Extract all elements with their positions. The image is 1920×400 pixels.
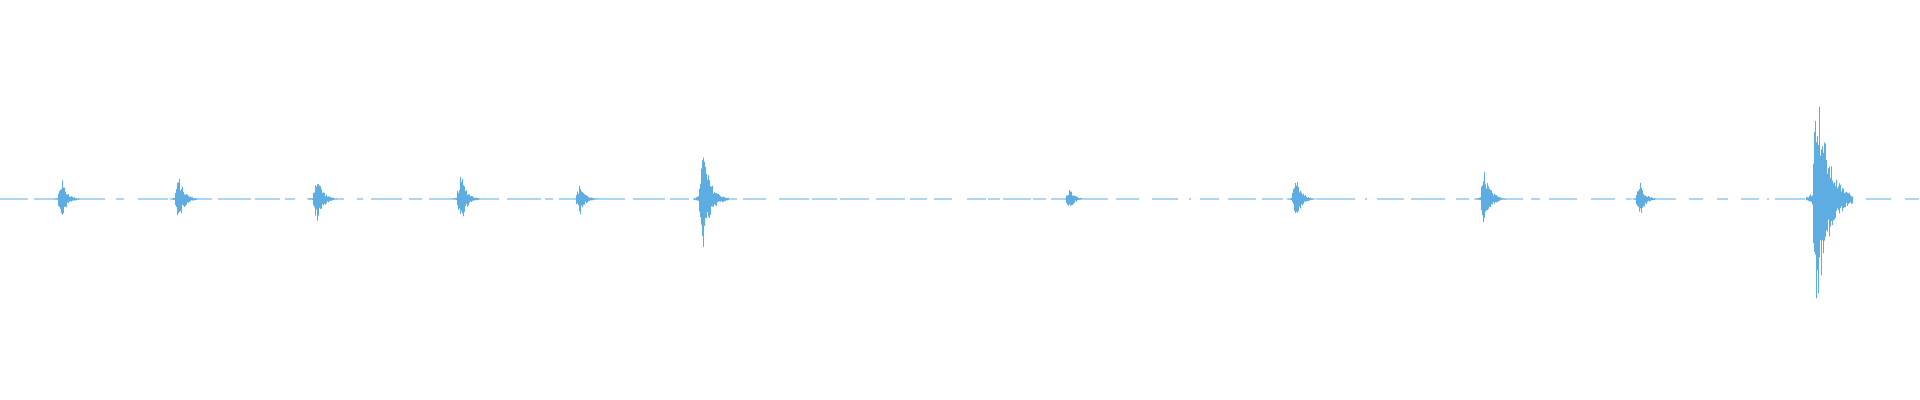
waveform-event: [1806, 106, 1853, 299]
waveform-event: [451, 176, 484, 217]
waveform-event: [1286, 182, 1318, 213]
waveform-event: [570, 186, 601, 215]
waveform-event: [307, 184, 340, 221]
waveform-event: [1059, 190, 1090, 206]
waveform-event: [1630, 182, 1661, 213]
waveform-event: [1474, 172, 1507, 223]
waveform-event: [51, 180, 84, 215]
waveform-event: [169, 178, 201, 216]
waveform-event: [693, 157, 729, 247]
